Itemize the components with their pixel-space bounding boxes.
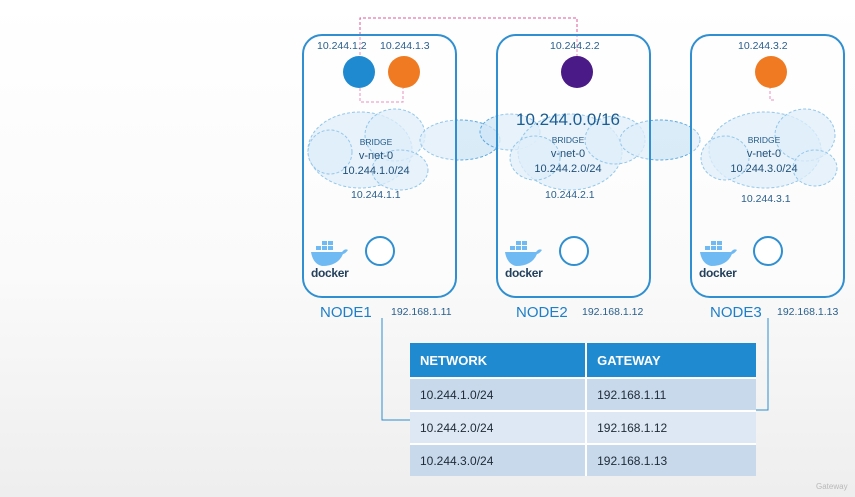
node-name: NODE2: [516, 304, 568, 321]
pod-link-line: [359, 17, 578, 70]
network-cell: 10.244.2.0/24: [410, 410, 588, 444]
docker-label: docker: [311, 266, 349, 280]
bridge-cidr: 10.244.1.0/24: [342, 165, 410, 177]
table-row: 10.244.2.0/24 192.168.1.12: [410, 410, 756, 444]
table-row: 10.244.1.0/24 192.168.1.11: [410, 377, 756, 411]
bridge-cidr: 10.244.2.0/24: [534, 163, 602, 175]
node3-gateway-line: [756, 318, 769, 411]
pod-ip: 10.244.1.2: [317, 40, 367, 52]
network-cloud: [307, 108, 838, 191]
network-cell: 10.244.3.0/24: [410, 443, 588, 476]
docker-label: docker: [699, 266, 737, 280]
gateway-cell: 192.168.1.11: [586, 377, 756, 411]
column-header-gateway: GATEWAY: [586, 343, 756, 378]
network-cidr-label: 10.244.0.0/16: [516, 110, 620, 129]
node1-gateway-line: [381, 318, 410, 421]
pod-blue[interactable]: [343, 56, 375, 88]
docker-label: docker: [505, 266, 543, 280]
pod-purple[interactable]: [561, 56, 593, 88]
pod-orange[interactable]: [388, 56, 420, 88]
node-nic: [559, 236, 589, 266]
bridge-cidr: 10.244.3.0/24: [730, 163, 798, 175]
routing-table-header: NETWORK GATEWAY: [410, 343, 756, 378]
routing-table: NETWORK GATEWAY 10.244.1.0/24 192.168.1.…: [410, 343, 756, 476]
bridge-ip: 10.244.3.1: [741, 193, 791, 205]
node-name: NODE1: [320, 304, 372, 321]
pod-orange[interactable]: [755, 56, 787, 88]
bridge-label: BRIDGE: [551, 135, 585, 145]
bridge-name: v-net-0: [358, 150, 394, 162]
watermark: Gateway: [816, 482, 848, 491]
node-name: NODE3: [710, 304, 762, 321]
docker-whale-icon: [311, 241, 348, 266]
pod-link-line-node3: [769, 86, 775, 101]
bridge-ip: 10.244.2.1: [545, 189, 595, 201]
column-header-network: NETWORK: [410, 343, 588, 378]
docker-whale-icon: [505, 241, 542, 266]
gateway-cell: 192.168.1.12: [586, 410, 756, 444]
node-ip: 192.168.1.11: [391, 306, 452, 318]
pod-ip: 10.244.3.2: [738, 40, 788, 52]
pod-link-line-lower: [359, 88, 404, 103]
pod-ip: 10.244.1.3: [380, 40, 430, 52]
table-row: 10.244.3.0/24 192.168.1.13: [410, 443, 756, 476]
bridge-label: BRIDGE: [747, 135, 781, 145]
node-nic: [753, 236, 783, 266]
gateway-cell: 192.168.1.13: [586, 443, 756, 476]
bridge-name: v-net-0: [746, 148, 782, 160]
node-ip: 192.168.1.12: [582, 306, 644, 318]
pod-ip: 10.244.2.2: [550, 40, 600, 52]
network-cell: 10.244.1.0/24: [410, 377, 588, 411]
bridge-ip: 10.244.1.1: [351, 189, 401, 201]
bridge-name: v-net-0: [550, 148, 586, 160]
docker-whale-icon: [700, 241, 737, 266]
bridge-label: BRIDGE: [359, 137, 393, 147]
node-nic: [365, 236, 395, 266]
node-ip: 192.168.1.13: [777, 306, 839, 318]
